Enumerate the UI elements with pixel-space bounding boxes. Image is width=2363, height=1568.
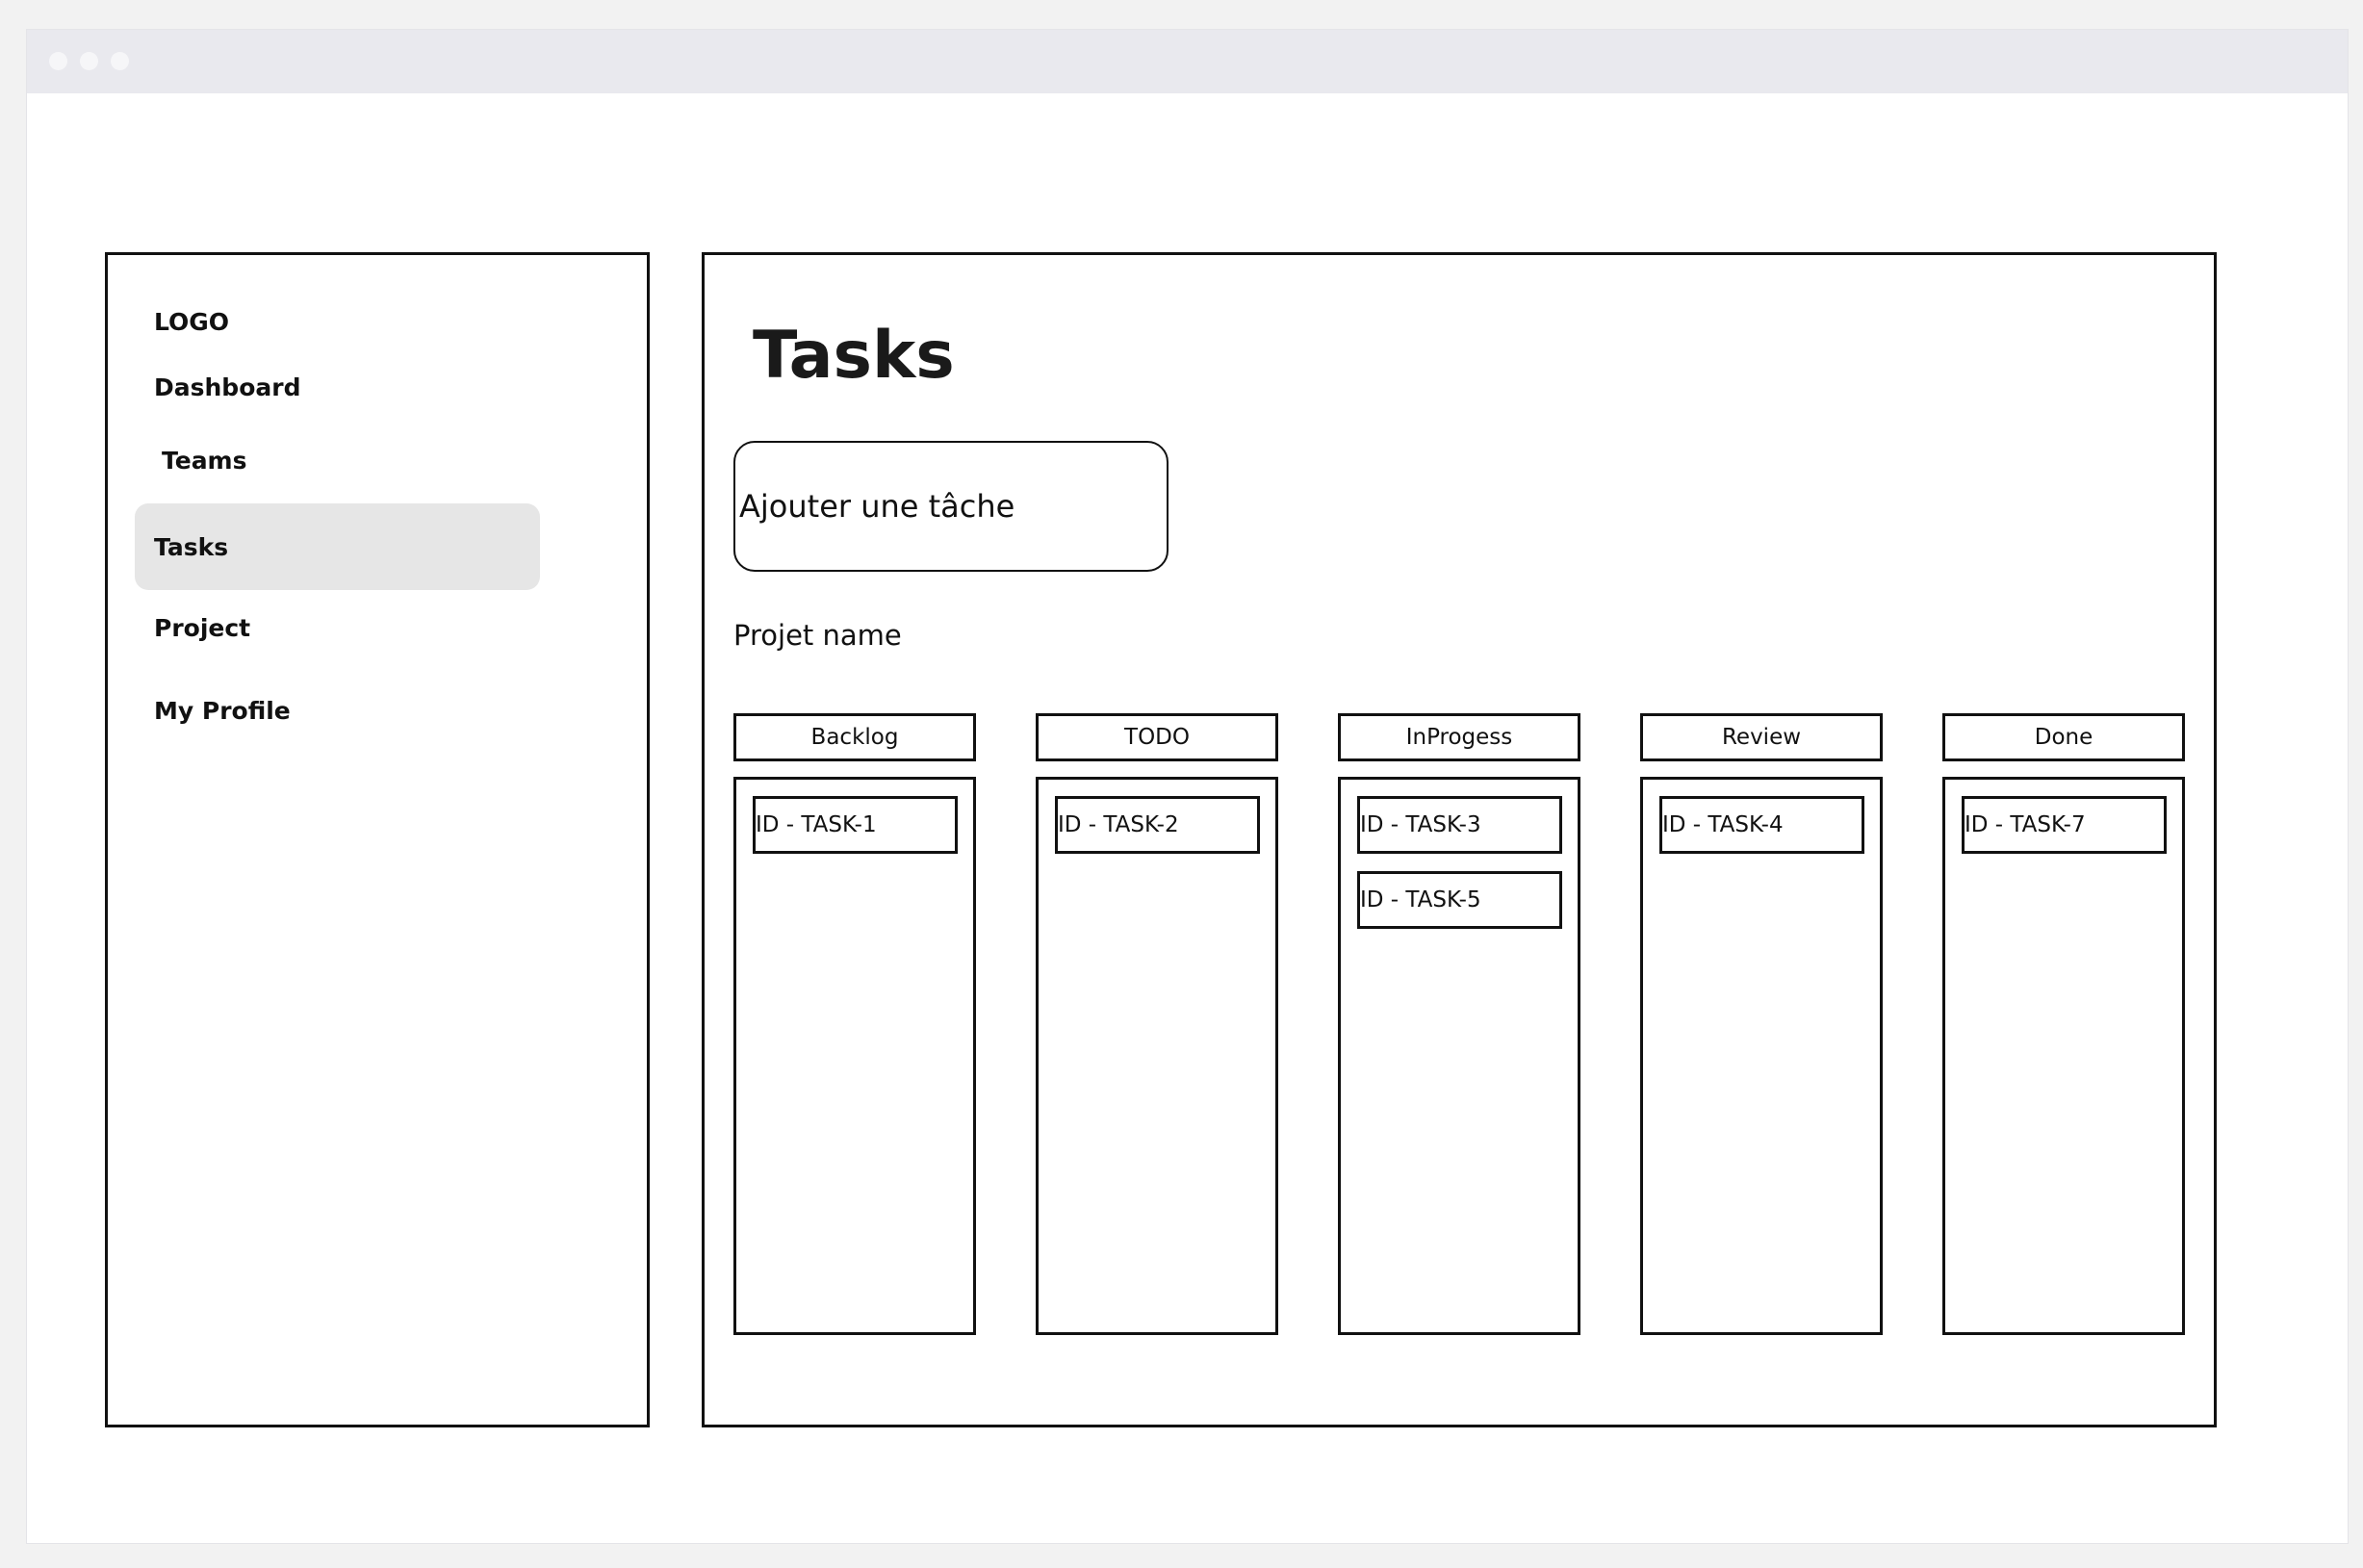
page-title: Tasks [753, 318, 955, 394]
column-inprogress: ID - TASK-3 ID - TASK-5 [1338, 777, 1580, 1335]
sidebar-item-project[interactable]: Project [135, 584, 540, 671]
task-card[interactable]: ID - TASK-7 [1962, 796, 2167, 854]
logo: LOGO [154, 308, 230, 336]
task-card[interactable]: ID - TASK-5 [1357, 871, 1562, 929]
sidebar-item-label: Project [154, 613, 251, 642]
column-header-backlog[interactable]: Backlog [733, 713, 976, 761]
sidebar-item-label: Teams [162, 446, 247, 475]
add-task-button[interactable]: Ajouter une tâche [733, 441, 1169, 572]
sidebar-item-tasks[interactable]: Tasks [135, 503, 540, 590]
cropped-page-heading [29, 0, 472, 8]
window-close-dot-icon[interactable] [49, 52, 67, 70]
project-name: Projet name [733, 619, 902, 652]
window-titlebar [27, 30, 2348, 93]
sidebar-item-my-profile[interactable]: My Profile [135, 667, 540, 754]
task-card[interactable]: ID - TASK-4 [1659, 796, 1864, 854]
sidebar-item-label: Dashboard [154, 373, 301, 401]
task-card[interactable]: ID - TASK-2 [1055, 796, 1260, 854]
column-header-todo[interactable]: TODO [1036, 713, 1278, 761]
sidebar-item-dashboard[interactable]: Dashboard [135, 344, 540, 430]
column-header-review[interactable]: Review [1640, 713, 1883, 761]
sidebar-item-teams[interactable]: Teams [135, 417, 540, 503]
window-minimize-dot-icon[interactable] [80, 52, 98, 70]
column-done: ID - TASK-7 [1942, 777, 2185, 1335]
task-card[interactable]: ID - TASK-3 [1357, 796, 1562, 854]
column-header-done[interactable]: Done [1942, 713, 2185, 761]
column-todo: ID - TASK-2 [1036, 777, 1278, 1335]
main-panel: Tasks Ajouter une tâche Projet name Back… [702, 252, 2217, 1427]
task-card[interactable]: ID - TASK-1 [753, 796, 958, 854]
window-maximize-dot-icon[interactable] [111, 52, 129, 70]
sidebar-item-label: Tasks [154, 532, 229, 561]
sidebar-item-label: My Profile [154, 696, 291, 725]
sidebar: LOGO Dashboard Teams Tasks Project My Pr… [105, 252, 650, 1427]
column-backlog: ID - TASK-1 [733, 777, 976, 1335]
column-review: ID - TASK-4 [1640, 777, 1883, 1335]
column-header-inprogress[interactable]: InProgess [1338, 713, 1580, 761]
